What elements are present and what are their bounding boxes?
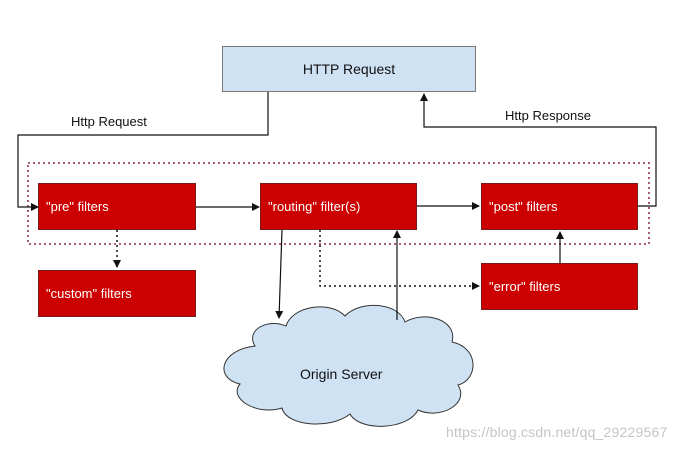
origin-server-cloud — [223, 304, 474, 427]
http-request-label: HTTP Request — [302, 61, 396, 77]
pre-filters-label: "pre" filters — [46, 199, 109, 214]
pre-filters-box: "pre" filters — [38, 183, 196, 230]
filter-row-container — [27, 162, 650, 245]
custom-filters-label: "custom" filters — [46, 286, 132, 301]
origin-server-label: Origin Server — [300, 366, 383, 382]
http-request-box: HTTP Request — [222, 46, 476, 92]
custom-filters-box: "custom" filters — [38, 270, 196, 317]
routing-filters-label: "routing" filter(s) — [268, 199, 361, 214]
watermark-text: https://blog.csdn.net/qq_29229567 — [446, 424, 668, 440]
error-filters-label: "error" filters — [489, 279, 561, 294]
http-response-arrow — [420, 93, 657, 207]
routing-to-error-arrow — [319, 230, 480, 290]
http-request-arrow — [17, 92, 269, 211]
post-filters-box: "post" filters — [481, 183, 638, 230]
post-filters-label: "post" filters — [489, 199, 558, 214]
routing-filters-box: "routing" filter(s) — [260, 183, 417, 230]
http-response-edge-label: Http Response — [505, 108, 591, 123]
routing-to-origin-arrow — [275, 229, 284, 319]
error-filters-box: "error" filters — [481, 263, 638, 310]
http-request-edge-label: Http Request — [71, 114, 147, 129]
